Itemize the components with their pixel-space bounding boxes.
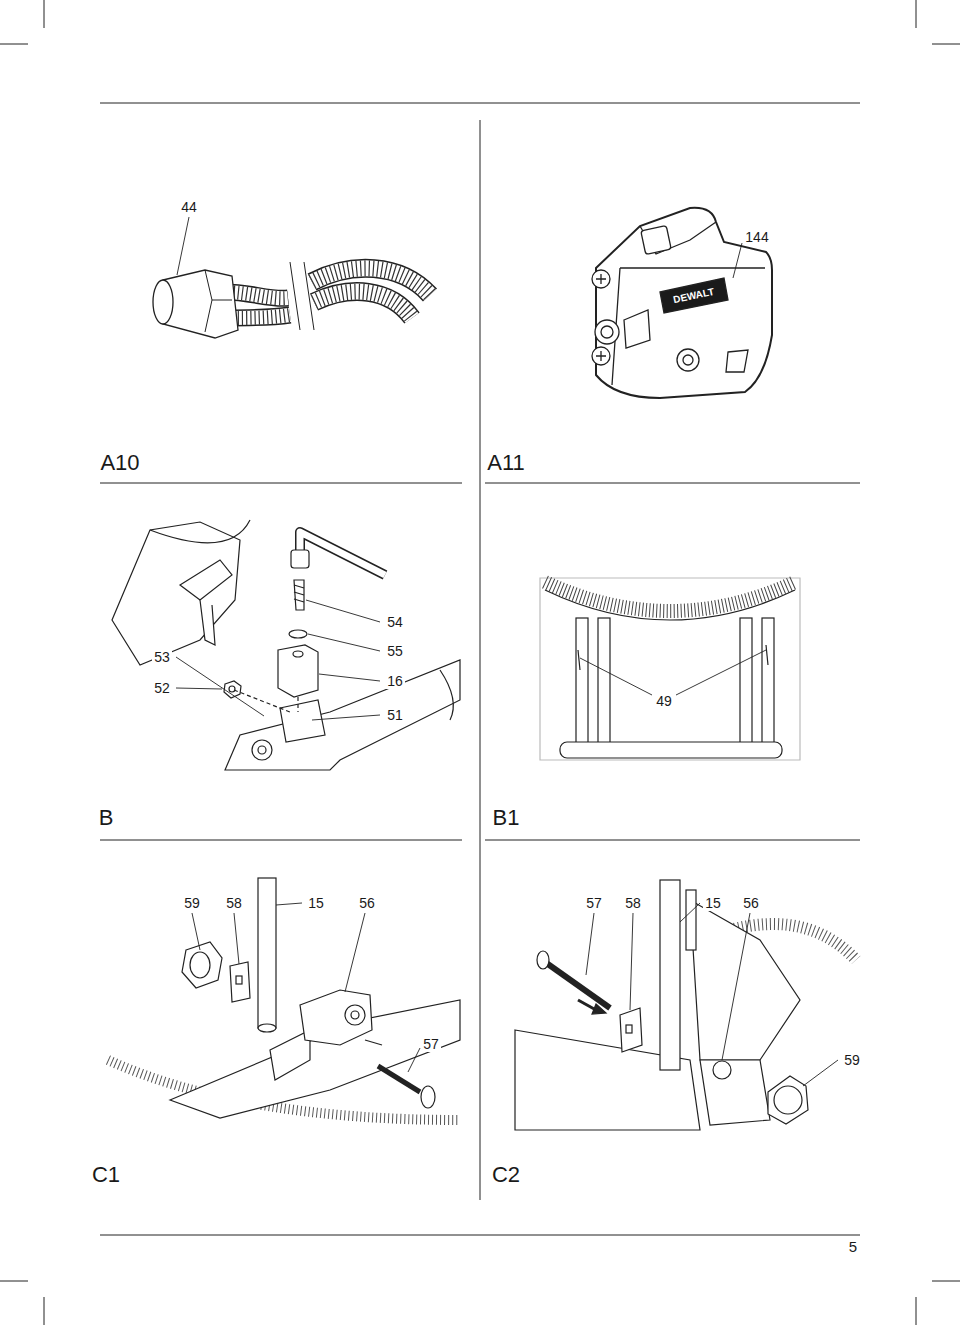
figure-label: C1 (90, 1163, 122, 1187)
callout-number: 54 (385, 614, 405, 630)
callout-number: 56 (741, 895, 761, 911)
callout-number: 57 (421, 1036, 441, 1052)
callout-number: 53 (152, 649, 172, 665)
figure-label: B (97, 806, 116, 830)
dust-hose (153, 262, 430, 338)
callout-number: 51 (385, 707, 405, 723)
figure-label: B1 (491, 806, 522, 830)
callout-number: 58 (623, 895, 643, 911)
callout-number: 59 (842, 1052, 862, 1068)
stand-underside (540, 578, 800, 760)
riving-knife-assembly (112, 520, 460, 770)
leader-lines (176, 217, 838, 1086)
mitre-rod-assembly (515, 880, 856, 1130)
mitre-rod-assembly (108, 878, 460, 1120)
figure-label: C2 (490, 1163, 522, 1187)
callout-number: 15 (306, 895, 326, 911)
callout-number: 57 (584, 895, 604, 911)
callout-number: 15 (703, 895, 723, 911)
callout-number: 144 (743, 229, 770, 245)
figure-label: A10 (98, 451, 141, 475)
callout-number: 52 (152, 680, 172, 696)
callout-number: 56 (357, 895, 377, 911)
brand-logo: DEWALT (670, 285, 717, 306)
callout-number: 49 (654, 693, 674, 709)
callout-number: 44 (179, 199, 199, 215)
callout-number: 55 (385, 643, 405, 659)
figure-label: A11 (485, 451, 527, 475)
callout-number: 58 (224, 895, 244, 911)
callout-number: 59 (182, 895, 202, 911)
logo-plate (660, 278, 728, 313)
blade-guard (592, 208, 772, 398)
callout-number: 16 (385, 673, 405, 689)
page-number: 5 (847, 1238, 859, 1255)
